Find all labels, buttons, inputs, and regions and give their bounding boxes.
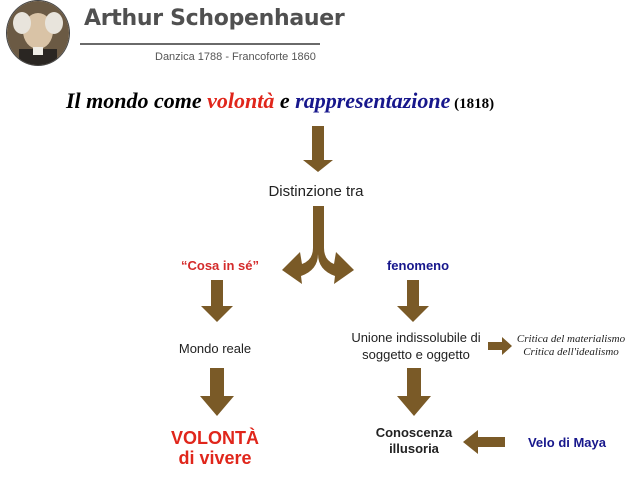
mondo-reale-label: Mondo reale (178, 341, 252, 356)
fenomeno-label: fenomeno (386, 258, 450, 273)
fork-arrow-icon (282, 206, 354, 284)
volonta-line2: di vivere (178, 448, 252, 468)
page-title: Il mondo come volontà e rappresentazione… (66, 88, 494, 114)
critica-label: Critica del materialismo Critica dell'id… (506, 333, 636, 359)
conoscenza-line1: Conoscenza (375, 425, 453, 440)
volonta-line1: VOLONTÀ (171, 428, 259, 448)
volonta-label: VOLONTÀ di vivere (150, 428, 280, 468)
portrait-avatar (6, 0, 70, 66)
arrow-right-icon (488, 337, 512, 355)
distinzione-label: Distinzione tra (268, 183, 364, 200)
arrow-down-icon (303, 126, 333, 172)
author-dates: Danzica 1788 - Francoforte 1860 (155, 51, 316, 63)
unione-line2: soggetto e oggetto (362, 347, 470, 362)
unione-label: Unione indissolubile di soggetto e ogget… (336, 329, 496, 363)
conoscenza-line2: illusoria (389, 441, 439, 456)
arrow-down-icon (397, 368, 431, 416)
title-volonta: volontà (207, 88, 275, 113)
conoscenza-label: Conoscenza illusoria (364, 425, 464, 457)
velo-di-maya-label: Velo di Maya (527, 435, 607, 450)
author-name: Arthur Schopenhauer (84, 6, 345, 31)
title-year: (1818) (450, 96, 495, 112)
title-part2: e (274, 88, 296, 113)
cosa-in-se-label: “Cosa in sé” (180, 258, 260, 273)
arrow-down-icon (200, 368, 234, 416)
header-divider (80, 43, 320, 45)
title-rappresentazione: rappresentazione (295, 88, 451, 113)
arrow-down-icon (201, 280, 233, 322)
critica-materialismo: Critica del materialismo (516, 333, 626, 345)
title-part1: Il mondo come (66, 88, 208, 113)
arrow-left-icon (463, 430, 505, 454)
unione-line1: Unione indissolubile di (351, 330, 481, 345)
arrow-down-icon (397, 280, 429, 322)
critica-idealismo: Critica dell'idealismo (523, 346, 619, 358)
